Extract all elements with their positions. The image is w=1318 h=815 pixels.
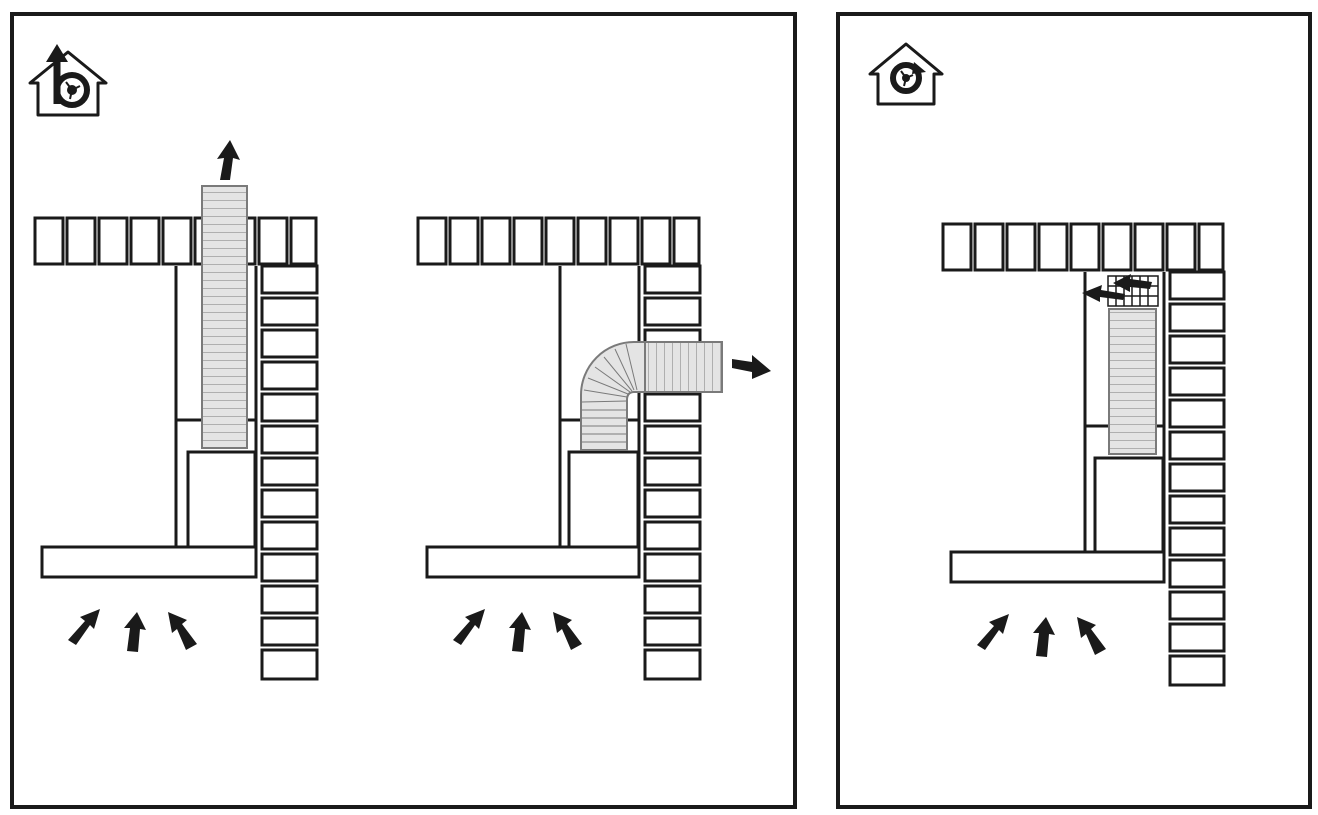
extraction-panel <box>10 12 797 809</box>
house-fan-recirculation-icon <box>868 42 944 106</box>
hood-body <box>40 266 258 579</box>
ceiling-bricks <box>416 216 701 266</box>
vertical-duct <box>201 185 248 449</box>
wall-bricks <box>1168 270 1226 687</box>
up-arrows-icon <box>453 609 582 652</box>
filter-recirculation-variant <box>941 222 1226 687</box>
ceiling-bricks <box>941 222 1225 272</box>
recirculation-panel <box>836 12 1312 809</box>
horizontal-duct <box>644 341 723 393</box>
recirculation-duct <box>1108 308 1157 455</box>
recirculation-panel-frame <box>836 12 1312 809</box>
up-arrows-icon <box>68 609 197 652</box>
wall-bricks <box>643 264 702 681</box>
up-arrows-icon <box>977 614 1106 657</box>
side-duct-variant <box>416 216 771 681</box>
house-fan-exhaust-icon <box>28 44 108 117</box>
extraction-panel-frame <box>10 12 797 809</box>
hood-body <box>949 272 1166 584</box>
right-arrow-icon <box>732 355 771 379</box>
elbow-duct <box>580 341 646 451</box>
up-arrow-icon <box>217 140 240 180</box>
wall-bricks <box>260 264 319 681</box>
ceiling-bricks <box>33 216 318 266</box>
left-arrows-icon <box>1082 274 1152 302</box>
hood-body <box>425 266 641 579</box>
vertical-duct-variant <box>33 140 319 681</box>
